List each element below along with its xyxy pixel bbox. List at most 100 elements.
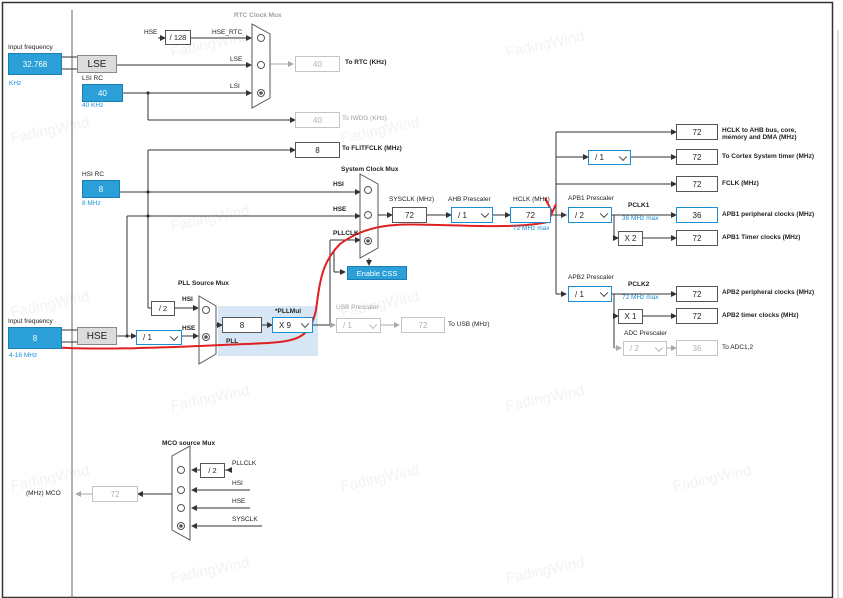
pll-hsi-divider: / 2 <box>151 301 175 316</box>
flitfclk-frequency-output: 8 <box>295 142 340 158</box>
apb2-prescaler-select[interactable]: / 1 <box>568 286 612 302</box>
rtc-lse-label: LSE <box>230 56 243 63</box>
adc-destination-label: To ADC1,2 <box>722 344 754 351</box>
usb-clock-output: 72 <box>401 317 445 333</box>
usb-prescaler-value: / 1 <box>343 321 352 330</box>
chevron-down-icon <box>368 320 378 329</box>
apb1-prescaler-value: / 2 <box>575 210 584 220</box>
pclk1-title: PCLK1 <box>628 202 650 209</box>
rtc-hse-rtc-label: HSE_RTC <box>212 29 243 36</box>
apb2-timer-clock-field[interactable]: 72 <box>676 308 718 324</box>
rtc-hse-divider: / 128 <box>165 30 191 45</box>
apb2-prescaler-value: / 1 <box>575 289 584 299</box>
apb1-timer-destination-label: APB1 Timer clocks (MHz) <box>722 234 801 241</box>
hse-range-note: 4-16 MHz <box>9 352 38 359</box>
apb2-peripheral-clock-field[interactable]: 72 <box>676 286 718 302</box>
fclk-destination-label: FCLK (MHz) <box>722 180 759 187</box>
hse-input-title: Input frequency <box>8 318 53 325</box>
chevron-down-icon <box>169 332 179 341</box>
adc-prescaler-value: / 2 <box>630 344 639 353</box>
hclk-ahb-destination-label: HCLK to AHB bus, core, memory and DMA (M… <box>722 127 797 142</box>
adc-clock-output: 36 <box>676 340 718 356</box>
mco-hsi-label: HSI <box>232 480 243 487</box>
lse-source-block: LSE <box>77 55 117 73</box>
pll-source-mux-title: PLL Source Mux <box>178 280 229 287</box>
mco-frequency-output: 72 <box>92 486 138 502</box>
apb1-peripheral-clock-field[interactable]: 36 <box>676 207 718 223</box>
ahb-prescaler-title: AHB Prescaler <box>448 196 491 203</box>
ahb-prescaler-value: / 1 <box>458 210 467 220</box>
iwdg-destination-label: To IWDG (KHz) <box>342 115 387 122</box>
cortex-timer-divider-select[interactable]: / 1 <box>588 150 631 165</box>
rtc-mux-title: RTC Clock Mux <box>234 12 282 19</box>
ahb-prescaler-select[interactable]: / 1 <box>451 207 493 223</box>
mco-sysclk-label: SYSCLK <box>232 516 258 523</box>
enable-css-button[interactable]: Enable CSS <box>347 266 407 280</box>
pll-source-mux-shape <box>198 295 217 365</box>
fclk-output: 72 <box>676 176 718 192</box>
apb2-timer-destination-label: APB2 timer clocks (MHz) <box>722 312 799 319</box>
pllmul-select[interactable]: X 9 <box>272 317 313 333</box>
chevron-down-icon <box>480 209 490 219</box>
mco-hse-label: HSE <box>232 498 246 505</box>
apb2-peripheral-destination-label: APB2 peripheral clocks (MHz) <box>722 289 815 296</box>
iwdg-frequency-output: 40 <box>295 112 340 128</box>
hse-source-block: HSE <box>77 327 117 345</box>
mco-output-label: (MHz) MCO <box>26 490 61 497</box>
sysclk-value: 72 <box>392 207 427 223</box>
chevron-down-icon <box>599 288 609 298</box>
mco-source-mux-title: MCO source Mux <box>162 440 216 447</box>
sysmux-pllclk-label: PLLCLK <box>333 230 359 237</box>
lse-input-frequency-field[interactable]: 32.768 <box>8 53 62 75</box>
sysmux-hse-label: HSE <box>333 206 347 213</box>
sysmux-hsi-label: HSI <box>333 181 344 188</box>
hse-input-frequency-field[interactable]: 8 <box>8 327 62 349</box>
apb2-prescaler-title: APB2 Prescaler <box>568 274 614 281</box>
usb-destination-label: To USB (MHz) <box>448 321 490 328</box>
pclk2-title: PCLK2 <box>628 281 650 288</box>
apb2-timer-multiplier: X 1 <box>618 309 643 324</box>
hclk-ahb-output: 72 <box>676 124 718 140</box>
mco-pllclk-label: PLLCLK <box>232 460 257 467</box>
mco-pll-divider: / 2 <box>200 463 225 478</box>
usb-prescaler-title: USB Prescaler <box>336 304 379 311</box>
chevron-down-icon <box>300 319 310 329</box>
rtc-destination-label: To RTC (KHz) <box>345 59 387 66</box>
pclk1-max-note: 36 MHz max <box>622 215 659 222</box>
apb1-timer-multiplier: X 2 <box>618 231 643 246</box>
flitfclk-destination-label: To FLITFCLK (MHz) <box>342 145 402 152</box>
adc-prescaler-title: ADC Prescaler <box>624 330 667 337</box>
adc-prescaler-select[interactable]: / 2 <box>623 341 667 356</box>
hclk-frequency-field[interactable]: 72 <box>510 207 551 223</box>
lsi-unit: 40 KHz <box>82 102 104 109</box>
rtc-lsi-label: LSI <box>230 83 240 90</box>
lsi-title: LSI RC <box>82 75 103 82</box>
hsi-unit: 8 MHz <box>82 200 101 207</box>
cortex-timer-output: 72 <box>676 149 718 165</box>
hclk-title: HCLK (MHz) <box>513 196 550 203</box>
usb-prescaler-select[interactable]: / 1 <box>336 318 381 333</box>
sysclk-title: SYSCLK (MHz) <box>389 196 435 203</box>
lsi-value-block: 40 <box>82 84 123 102</box>
apb1-timer-clock-field[interactable]: 72 <box>676 230 718 246</box>
pclk2-max-note: 72 MHz max <box>622 294 659 301</box>
apb1-peripheral-destination-label: APB1 peripheral clocks (MHz) <box>722 211 815 218</box>
system-clock-mux-title: System Clock Mux <box>341 166 399 173</box>
pll-label: PLL <box>226 338 239 345</box>
apb1-prescaler-select[interactable]: / 2 <box>568 207 612 223</box>
lse-input-title: Input frequency <box>8 44 53 51</box>
pllsrc-hsi-label: HSI <box>182 296 193 303</box>
pllsrc-hse-label: HSE <box>182 325 196 332</box>
pllmul-value: X 9 <box>279 320 292 330</box>
chevron-down-icon <box>618 152 628 161</box>
pllmul-title: *PLLMul <box>275 308 301 315</box>
chevron-down-icon <box>599 209 609 219</box>
chevron-down-icon <box>654 343 664 352</box>
lse-unit: KHz <box>9 80 22 87</box>
hse-prediv-value: / 1 <box>143 333 152 342</box>
hse-prediv-select[interactable]: / 1 <box>136 330 182 345</box>
cortex-timer-divider-value: / 1 <box>595 153 604 162</box>
hclk-max-note: 72 MHz max <box>513 225 550 232</box>
